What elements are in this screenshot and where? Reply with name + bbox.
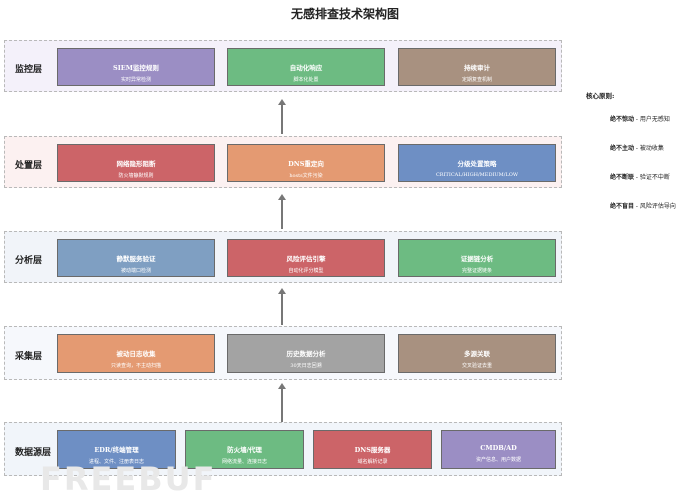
- component-title: 分级处置策略: [457, 160, 497, 168]
- component-subtitle: 定期复查机制: [461, 77, 492, 83]
- component-title: 静默服务验证: [116, 255, 156, 263]
- layer-label: 采集层: [15, 352, 43, 362]
- component-box: 持续审计 定期复查机制: [398, 48, 556, 86]
- component-subtitle: 完整证据链条: [461, 268, 492, 274]
- layer-monitoring: 监控层 SIEM监控规则 实时异常检测 自动化响应 脚本化处置 持续审计 定期复…: [4, 40, 562, 92]
- flow-arrow: [278, 99, 286, 134]
- component-box: 防火墙/代理 网络流量、连接日志: [185, 430, 304, 469]
- principle-value: 验证不中断: [639, 174, 670, 181]
- component-box: 风险评估引擎 自动化评分模型: [227, 239, 385, 277]
- component-title: 风险评估引擎: [286, 255, 326, 263]
- flow-arrow: [278, 383, 286, 422]
- diagram-title: 无感排查技术架构图: [290, 7, 399, 21]
- component-subtitle: 被动端口检测: [120, 268, 151, 274]
- principle-item: 绝不盲目 - 风险评估导向: [610, 203, 676, 210]
- component-subtitle: 30天日志回溯: [290, 363, 322, 369]
- component-box: 被动日志收集 只读查询，不主动扫描: [57, 334, 215, 373]
- layer-data-source: 数据源层 EDR/终端管理 进程、文件、注册表日志 防火墙/代理 网络流量、连接…: [4, 422, 562, 476]
- component-title: EDR/终端管理: [94, 446, 139, 454]
- component-box: 网络隐形阻断 防火墙静默规则: [57, 144, 215, 182]
- layer-handling: 处置层 网络隐形阻断 防火墙静默规则 DNS重定向 hosts文件污染 分级处置…: [4, 136, 562, 188]
- component-box: EDR/终端管理 进程、文件、注册表日志: [57, 430, 176, 469]
- component-title: 多源关联: [464, 350, 490, 358]
- principle-item: 绝不惊动 - 用户无感知: [610, 116, 670, 123]
- component-subtitle: 进程、文件、注册表日志: [88, 459, 144, 465]
- component-box: 分级处置策略 CRITICAL/HIGH/MEDIUM/LOW: [398, 144, 556, 182]
- component-box: DNS服务器 域名解析记录: [313, 430, 432, 469]
- component-box: SIEM监控规则 实时异常检测: [57, 48, 215, 86]
- component-subtitle: CRITICAL/HIGH/MEDIUM/LOW: [435, 172, 519, 178]
- watermark-logo: FREEBUF: [40, 460, 217, 498]
- principle-key: 绝不断联: [610, 174, 635, 181]
- component-subtitle: hosts文件污染: [289, 173, 323, 179]
- layer-label: 监控层: [15, 65, 43, 75]
- component-title: DNS服务器: [354, 446, 391, 454]
- principle-value: 用户无感知: [639, 116, 670, 123]
- flow-arrow: [278, 194, 286, 229]
- layer-label: 处置层: [15, 161, 43, 171]
- layer-label: 数据源层: [15, 448, 52, 458]
- component-title: 历史数据分析: [286, 350, 326, 358]
- component-subtitle: 防火墙静默规则: [118, 173, 154, 179]
- layer-collection: 采集层 被动日志收集 只读查询，不主动扫描 历史数据分析 30天日志回溯 多源关…: [4, 326, 562, 380]
- layer-analysis: 分析层 静默服务验证 被动端口检测 风险评估引擎 自动化评分模型 证据链分析 完…: [4, 231, 562, 283]
- component-subtitle: 域名解析记录: [357, 459, 388, 465]
- component-title: 证据链分析: [460, 255, 494, 263]
- component-title: 自动化响应: [289, 64, 323, 72]
- principle-item: 绝不主动 - 被动收集: [610, 145, 664, 152]
- component-box: CMDB/AD 资产信息、用户数据: [441, 430, 556, 469]
- principles-heading: 核心原则:: [586, 92, 615, 100]
- principle-key: 绝不盲目: [610, 203, 635, 210]
- principle-key: 绝不惊动: [610, 116, 635, 123]
- principle-value: 被动收集: [639, 145, 664, 152]
- component-subtitle: 网络流量、连接日志: [221, 459, 267, 465]
- component-subtitle: 资产信息、用户数据: [475, 457, 521, 463]
- flow-arrow: [278, 288, 286, 325]
- component-box: DNS重定向 hosts文件污染: [227, 144, 385, 182]
- component-subtitle: 交叉验证去重: [461, 363, 492, 369]
- component-title: 持续审计: [464, 64, 490, 72]
- component-title: SIEM监控规则: [113, 64, 159, 72]
- layer-label: 分析层: [15, 256, 43, 266]
- component-subtitle: 实时异常检测: [120, 77, 151, 83]
- component-box: 历史数据分析 30天日志回溯: [227, 334, 385, 373]
- component-title: 网络隐形阻断: [116, 160, 156, 168]
- component-box: 证据链分析 完整证据链条: [398, 239, 556, 277]
- core-principles: 核心原则: 绝不惊动 - 用户无感知 绝不主动 - 被动收集 绝不断联 - 验证…: [586, 90, 686, 230]
- component-subtitle: 脚本化处置: [293, 77, 319, 83]
- principle-item: 绝不断联 - 验证不中断: [610, 174, 670, 181]
- component-box: 多源关联 交叉验证去重: [398, 334, 556, 373]
- principle-key: 绝不主动: [610, 145, 635, 152]
- component-title: 被动日志收集: [116, 350, 156, 358]
- component-subtitle: 只读查询，不主动扫描: [110, 363, 161, 369]
- component-subtitle: 自动化评分模型: [288, 268, 324, 274]
- component-title: 防火墙/代理: [227, 446, 262, 454]
- component-box: 静默服务验证 被动端口检测: [57, 239, 215, 277]
- component-title: CMDB/AD: [480, 444, 517, 452]
- component-title: DNS重定向: [288, 160, 324, 168]
- principle-value: 风险评估导向: [639, 203, 676, 210]
- component-box: 自动化响应 脚本化处置: [227, 48, 385, 86]
